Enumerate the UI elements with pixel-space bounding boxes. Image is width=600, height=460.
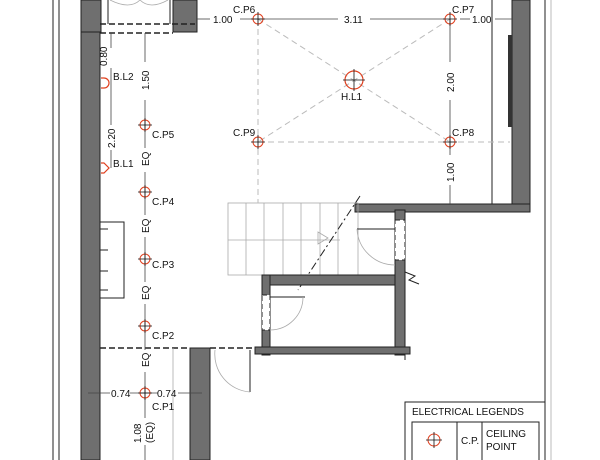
dimension-lines xyxy=(88,18,512,460)
point-label: C.P3 xyxy=(152,260,175,271)
ceiling-point-icon xyxy=(138,319,152,333)
bracket-light-icon xyxy=(101,77,110,89)
door-swing xyxy=(269,296,304,331)
electrical-legend: ELECTRICAL LEGENDS C.P. CEILING POINT xyxy=(404,401,546,460)
lower-wall xyxy=(189,347,211,460)
guide-lines xyxy=(257,18,510,203)
ceiling-point-icon xyxy=(138,252,152,266)
door-opening xyxy=(261,294,271,331)
point-label: B.L2 xyxy=(113,72,134,83)
point-label: C.P9 xyxy=(233,128,256,139)
dimension-label: 0.74 xyxy=(111,389,131,400)
point-label: H.L1 xyxy=(341,92,363,103)
point-label: C.P1 xyxy=(152,402,175,413)
dimension-label: 0.80 xyxy=(99,46,110,66)
top-wall-block xyxy=(172,0,198,33)
point-label: C.P5 xyxy=(152,130,175,141)
point-label: C.P4 xyxy=(152,197,175,208)
door-swing xyxy=(356,228,396,266)
dimension-label: 1.00 xyxy=(472,15,492,26)
dimension-label: 1.08 xyxy=(133,423,144,443)
right-wall xyxy=(511,0,531,213)
right-bottom-wall xyxy=(354,203,531,213)
point-label: C.P6 xyxy=(233,5,256,16)
bracket-light-icon xyxy=(101,162,110,174)
room-top-wall xyxy=(261,274,406,286)
top-wall-block xyxy=(80,0,102,33)
door-opening xyxy=(394,219,406,261)
ceiling-point-icon xyxy=(138,185,152,199)
hooks xyxy=(100,228,108,291)
left-wall xyxy=(80,0,101,460)
dimension-label: 0.74 xyxy=(157,389,177,400)
legend-desc: CEILING xyxy=(486,429,526,440)
point-label: B.L1 xyxy=(113,159,134,170)
point-label: C.P2 xyxy=(152,331,175,342)
ceiling-point-icon xyxy=(138,118,152,132)
point-label: C.P7 xyxy=(452,5,475,16)
dimension-label: 2.20 xyxy=(107,128,118,148)
legend-code: C.P. xyxy=(461,436,479,447)
dimension-label: 3.11 xyxy=(344,15,363,26)
hanging-light-icon xyxy=(343,69,365,91)
dimension-label: EQ xyxy=(141,285,152,300)
dimension-label: 2.00 xyxy=(446,72,457,92)
dimension-label: 1.50 xyxy=(141,70,152,90)
ceiling-point-icon xyxy=(138,386,152,400)
dimension-label: 1.00 xyxy=(213,15,233,26)
point-label: C.P8 xyxy=(452,128,475,139)
legend-title: ELECTRICAL LEGENDS xyxy=(412,407,524,418)
dimension-label: EQ xyxy=(141,218,152,233)
dimension-label: EQ xyxy=(141,151,152,166)
door-swing xyxy=(109,0,169,6)
room-right-wall xyxy=(394,209,406,356)
break-symbol xyxy=(404,271,420,285)
ceiling-point-icon xyxy=(443,12,457,26)
legend-desc: POINT xyxy=(486,442,517,453)
window xyxy=(508,35,512,127)
ceiling-point-icon xyxy=(251,135,265,149)
ceiling-point-icon xyxy=(251,12,265,26)
door-swing xyxy=(214,349,251,393)
ceiling-point-icon xyxy=(426,432,442,448)
dimension-label: (EQ) xyxy=(145,422,156,443)
wardrobe xyxy=(99,221,125,299)
dimension-label: EQ xyxy=(141,352,152,367)
ceiling-point-icon xyxy=(443,135,457,149)
room-bottom-wall xyxy=(254,346,411,355)
dimension-label: 1.00 xyxy=(446,162,457,182)
